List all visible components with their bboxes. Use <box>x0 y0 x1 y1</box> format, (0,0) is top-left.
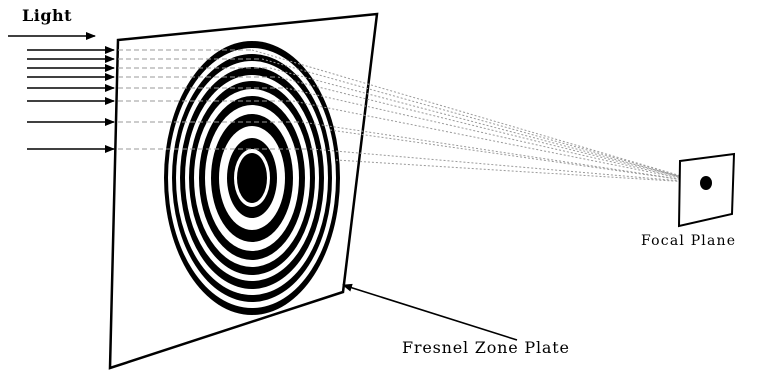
zone-plate-pointer-arrow <box>342 283 518 341</box>
fresnel-zone-plate-label: Fresnel Zone Plate <box>402 338 570 357</box>
focal-plane-label: Focal Plane <box>641 233 737 249</box>
zone-center <box>237 153 267 203</box>
light-label: Light <box>22 6 73 25</box>
converging-rays <box>251 49 706 184</box>
dashed-rays-on-plate <box>118 49 312 150</box>
zone-rings <box>164 41 340 315</box>
focal-point <box>700 176 712 190</box>
incoming-light-arrows <box>8 32 115 153</box>
focal-plane-panel <box>677 152 736 228</box>
